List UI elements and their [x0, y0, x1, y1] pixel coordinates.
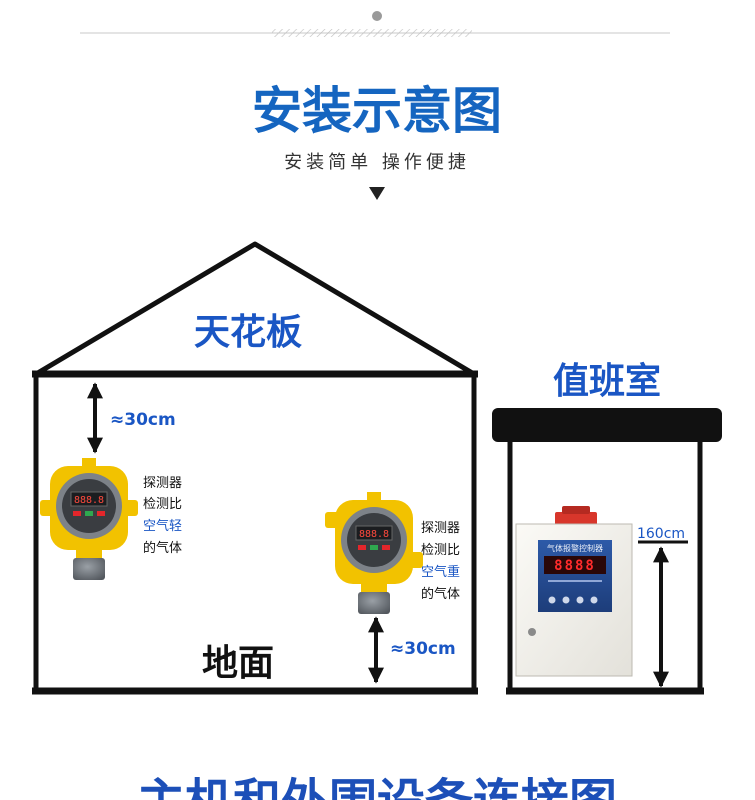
- divider-hatch: [272, 29, 472, 37]
- detector-sensor-head: [73, 558, 105, 580]
- detector-led: [85, 511, 93, 516]
- duty-room-label: 值班室: [553, 361, 661, 402]
- floor-label: 地面: [202, 643, 274, 684]
- down-triangle-icon: [369, 187, 385, 200]
- detector-left: 888.8: [40, 458, 138, 580]
- house: [32, 241, 478, 695]
- detector-sensor-head: [358, 592, 390, 614]
- caption-highlight: 空气轻: [143, 518, 182, 534]
- detector-display: [70, 491, 108, 507]
- duty-room-roof: [492, 408, 722, 442]
- caption-line: 探测器: [143, 476, 182, 491]
- caption-line: 检测比: [143, 497, 182, 512]
- detector-top-cap: [367, 492, 381, 502]
- controller-display-value: 8888: [554, 558, 596, 574]
- caption-line: 的气体: [421, 586, 460, 602]
- detector-led: [382, 545, 390, 550]
- caption-highlight: 空气重: [421, 564, 460, 580]
- detector-led: [97, 511, 105, 516]
- detector-led: [370, 545, 378, 550]
- detector-top-cap: [82, 458, 96, 468]
- detector-left-caption: 探测器 检测比 空气轻 的气体: [143, 476, 182, 556]
- caption-line: 探测器: [421, 521, 460, 536]
- duty-room: [492, 408, 722, 695]
- detector-display-value: 888.8: [359, 529, 389, 540]
- ceiling-label: 天花板: [194, 312, 302, 353]
- detector-display-value: 888.8: [74, 495, 104, 506]
- controller-button-icon: [576, 596, 584, 604]
- page-subtitle: 安装简单 操作便捷: [284, 152, 470, 173]
- next-section-title: 主机和外围设备连接图: [137, 774, 617, 800]
- height-label: 160cm: [637, 526, 685, 542]
- caption-line: 的气体: [143, 540, 182, 556]
- top-gap-label: ≈30cm: [110, 410, 176, 430]
- page-title: 安装示意图: [252, 82, 502, 140]
- header-divider: [80, 11, 670, 37]
- alarm-beacon-top: [562, 506, 590, 514]
- controller-display: [544, 556, 606, 574]
- controller-button-icon: [590, 596, 598, 604]
- alarm-controller: 气体报警控制器 8888: [515, 506, 633, 677]
- detector-neck: [76, 548, 102, 558]
- lock-icon: [528, 628, 536, 636]
- detector-neck: [361, 582, 387, 592]
- detector-right: 888.8: [325, 492, 423, 614]
- detector-right-caption: 探测器 检测比 空气重 的气体: [421, 521, 460, 602]
- controller-button-icon: [548, 596, 556, 604]
- header-dot: [372, 11, 382, 21]
- caption-line: 检测比: [421, 543, 460, 558]
- detector-led: [73, 511, 81, 516]
- controller-divider: [548, 580, 602, 582]
- bottom-gap-label: ≈30cm: [390, 639, 456, 659]
- controller-button-icon: [562, 596, 570, 604]
- controller-title: 气体报警控制器: [547, 543, 603, 553]
- detector-display: [355, 525, 393, 541]
- detector-led: [358, 545, 366, 550]
- alarm-beacon: [555, 512, 597, 526]
- house-roof: [34, 241, 476, 377]
